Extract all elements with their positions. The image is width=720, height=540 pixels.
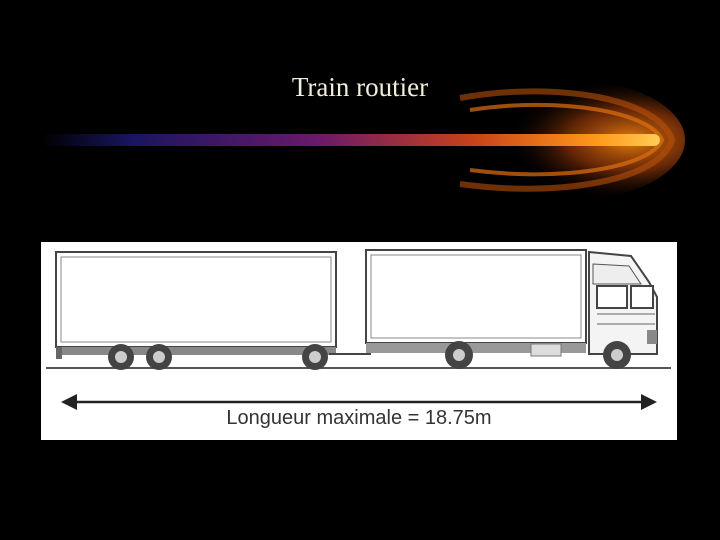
truck-wheel: [445, 341, 473, 369]
trailer-box: [55, 251, 337, 359]
max-length-caption-wrap: Longueur maximale = 18.75m: [41, 407, 677, 430]
trailer-wheel: [146, 344, 172, 370]
length-dimension-arrow: [61, 394, 657, 410]
road-train-figure: Longueur maximale = 18.75m: [41, 242, 677, 440]
trailer-wheel: [108, 344, 134, 370]
truck-wheel: [603, 341, 631, 369]
truck-cab: [588, 250, 658, 355]
slide-title: Train routier: [291, 72, 429, 102]
truck-box: [365, 249, 587, 357]
trailer-wheel: [302, 344, 328, 370]
max-length-caption: Longueur maximale = 18.75m: [218, 407, 500, 429]
comet-streak-decoration: [40, 78, 685, 202]
road-train-drawing: [46, 249, 671, 410]
